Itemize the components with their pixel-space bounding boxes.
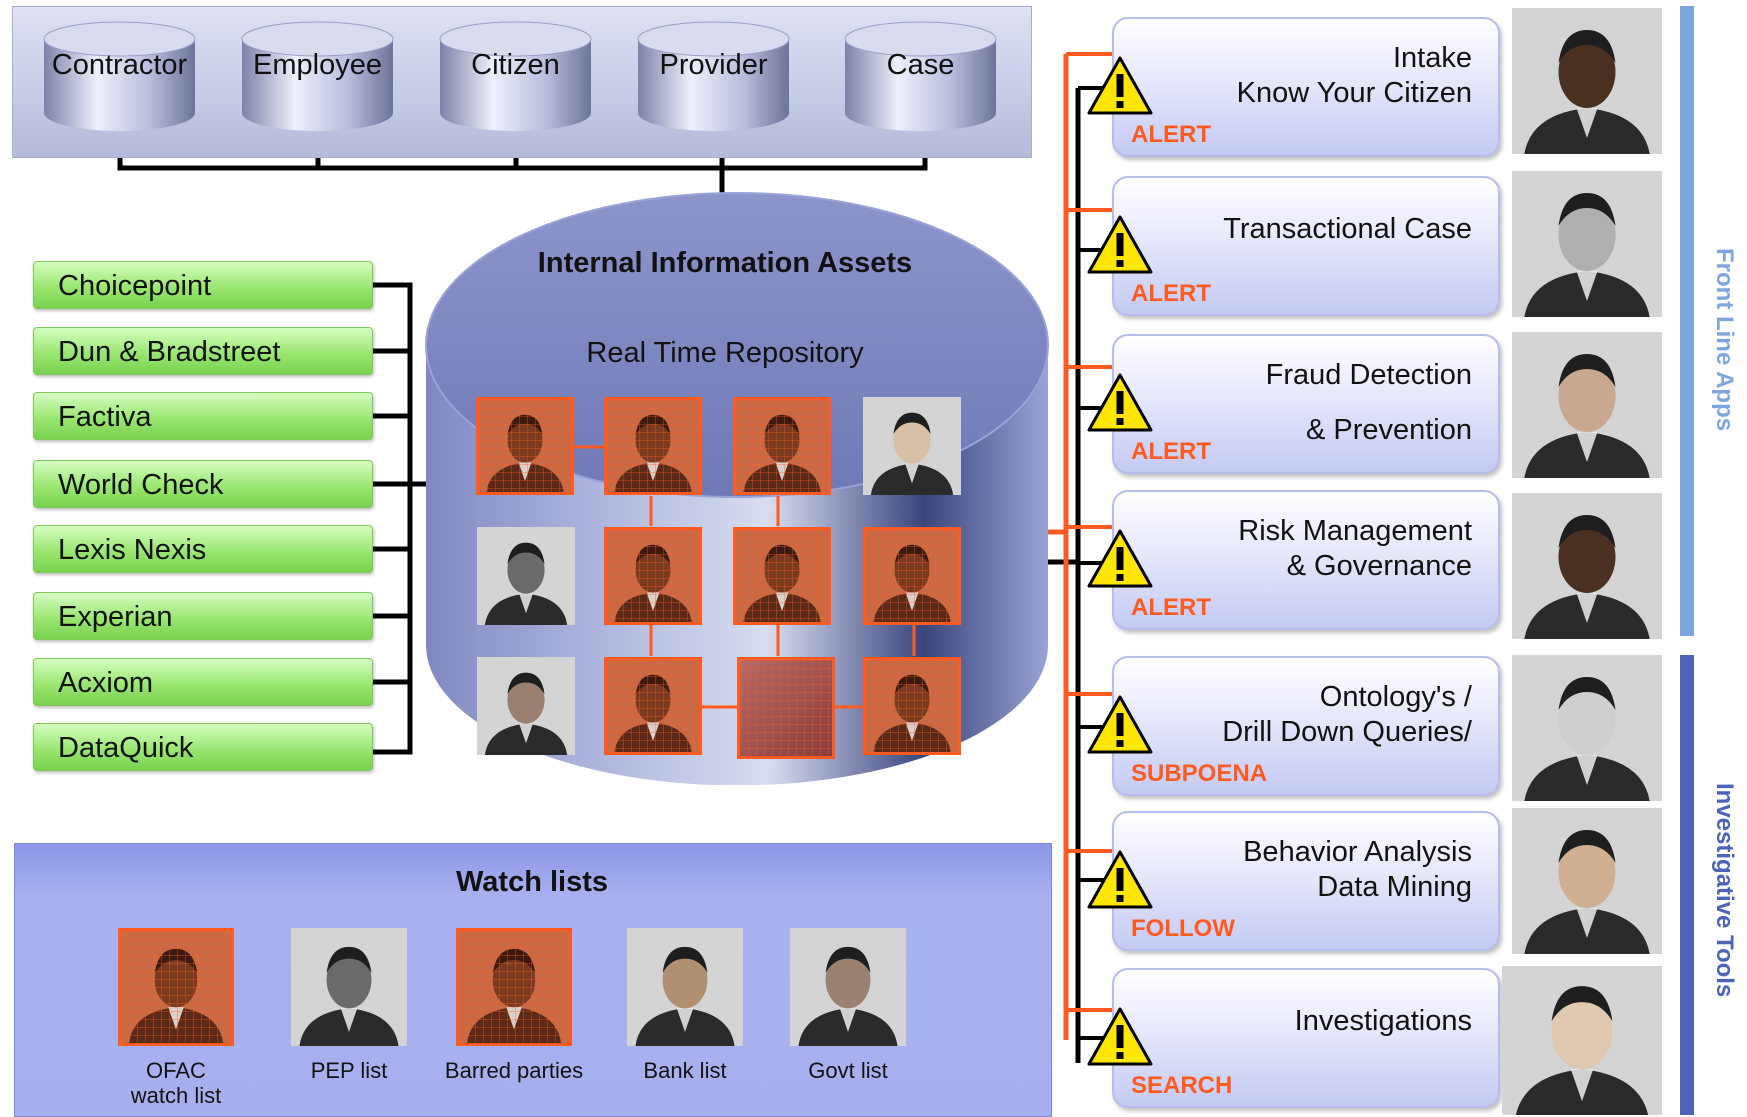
database-label: Provider	[659, 49, 768, 81]
warning-icon	[1086, 214, 1154, 276]
database-label: Employee	[253, 49, 382, 81]
feed-box[interactable]: Choicepoint	[33, 261, 373, 309]
warning-icon	[1086, 694, 1154, 756]
watch-list-portrait	[456, 928, 572, 1046]
app-title: Intake	[1393, 42, 1472, 74]
watch-list-label: PEP list	[310, 1058, 388, 1083]
app-title: Risk Management	[1238, 515, 1472, 547]
app-portrait	[1512, 332, 1662, 478]
feed-box[interactable]: DataQuick	[33, 723, 373, 771]
app-subtitle: & Governance	[1286, 550, 1472, 582]
warning-icon	[1086, 849, 1154, 911]
repository-portrait	[733, 397, 831, 495]
app-subtitle: Data Mining	[1317, 871, 1472, 903]
repository-portrait	[476, 397, 574, 495]
feed-box[interactable]: Dun & Bradstreet	[33, 327, 373, 375]
warning-icon	[1086, 55, 1154, 117]
app-status-tag: SUBPOENA	[1131, 760, 1268, 787]
database-label: Contractor	[51, 49, 188, 81]
feed-box[interactable]: Experian	[33, 592, 373, 640]
feed-box[interactable]: Factiva	[33, 392, 373, 440]
repository-portrait	[863, 657, 961, 755]
app-portrait	[1512, 808, 1662, 954]
app-subtitle: Drill Down Queries/	[1222, 716, 1472, 748]
app-status-tag: ALERT	[1131, 121, 1211, 148]
app-status-tag: ALERT	[1131, 280, 1211, 307]
repository-portrait	[863, 527, 961, 625]
repository-portrait	[604, 657, 702, 755]
feed-box[interactable]: World Check	[33, 460, 373, 508]
database-cylinder: Provider	[636, 21, 791, 133]
repository-portrait	[733, 527, 831, 625]
database-cylinder: Case	[843, 21, 998, 133]
feed-box[interactable]: Acxiom	[33, 658, 373, 706]
app-status-tag: FOLLOW	[1131, 915, 1235, 942]
app-status-tag: ALERT	[1131, 438, 1211, 465]
app-title: Transactional Case	[1223, 213, 1472, 245]
app-status-tag: SEARCH	[1131, 1072, 1233, 1099]
app-title: Ontology's /	[1319, 681, 1472, 713]
repository-subtitle: Real Time Repository	[586, 337, 864, 369]
app-title: Investigations	[1294, 1005, 1472, 1037]
watch-list-label: OFAC watch list	[130, 1058, 222, 1108]
repository-portrait	[737, 657, 835, 759]
database-label: Case	[886, 49, 955, 81]
warning-icon	[1086, 372, 1154, 434]
database-cylinder: Contractor	[42, 21, 197, 133]
warning-icon	[1086, 1006, 1154, 1068]
watch-list-label: Barred parties	[444, 1058, 584, 1083]
watch-list-portrait	[291, 928, 407, 1046]
app-portrait	[1512, 655, 1662, 801]
app-portrait	[1512, 171, 1662, 317]
database-cylinder: Citizen	[438, 21, 593, 133]
watch-list-label: Bank list	[643, 1058, 727, 1083]
database-label: Citizen	[471, 49, 560, 81]
app-portrait	[1502, 966, 1662, 1115]
front-line-label: Front Line Apps	[1711, 248, 1738, 432]
repository-portrait	[604, 527, 702, 625]
database-cylinder: Employee	[240, 21, 395, 133]
watch-list-portrait	[627, 928, 743, 1046]
app-title: Behavior Analysis	[1243, 836, 1472, 868]
app-portrait	[1512, 493, 1662, 639]
investigative-bar	[1680, 655, 1694, 1115]
app-subtitle: & Prevention	[1305, 414, 1472, 446]
watch-list-label: Govt list	[808, 1058, 888, 1083]
repository-title: Internal Information Assets	[537, 247, 913, 279]
watch-list-portrait	[790, 928, 906, 1046]
repository-portrait	[477, 657, 575, 755]
investigative-label: Investigative Tools	[1711, 782, 1738, 998]
feed-box[interactable]: Lexis Nexis	[33, 525, 373, 573]
app-status-tag: ALERT	[1131, 594, 1211, 621]
app-portrait	[1512, 8, 1662, 154]
app-box[interactable]: Ontology's /Drill Down Queries/SUBPOENA	[1112, 656, 1500, 796]
watch-list-portrait	[118, 928, 234, 1046]
repository-portrait	[863, 397, 961, 495]
app-title: Fraud Detection	[1265, 359, 1472, 391]
watch-lists-title: Watch lists	[455, 866, 608, 898]
repository-portrait	[604, 397, 702, 495]
front-line-bar	[1680, 6, 1694, 636]
warning-icon	[1086, 528, 1154, 590]
repository-portrait	[477, 527, 575, 625]
app-subtitle: Know Your Citizen	[1236, 77, 1472, 109]
